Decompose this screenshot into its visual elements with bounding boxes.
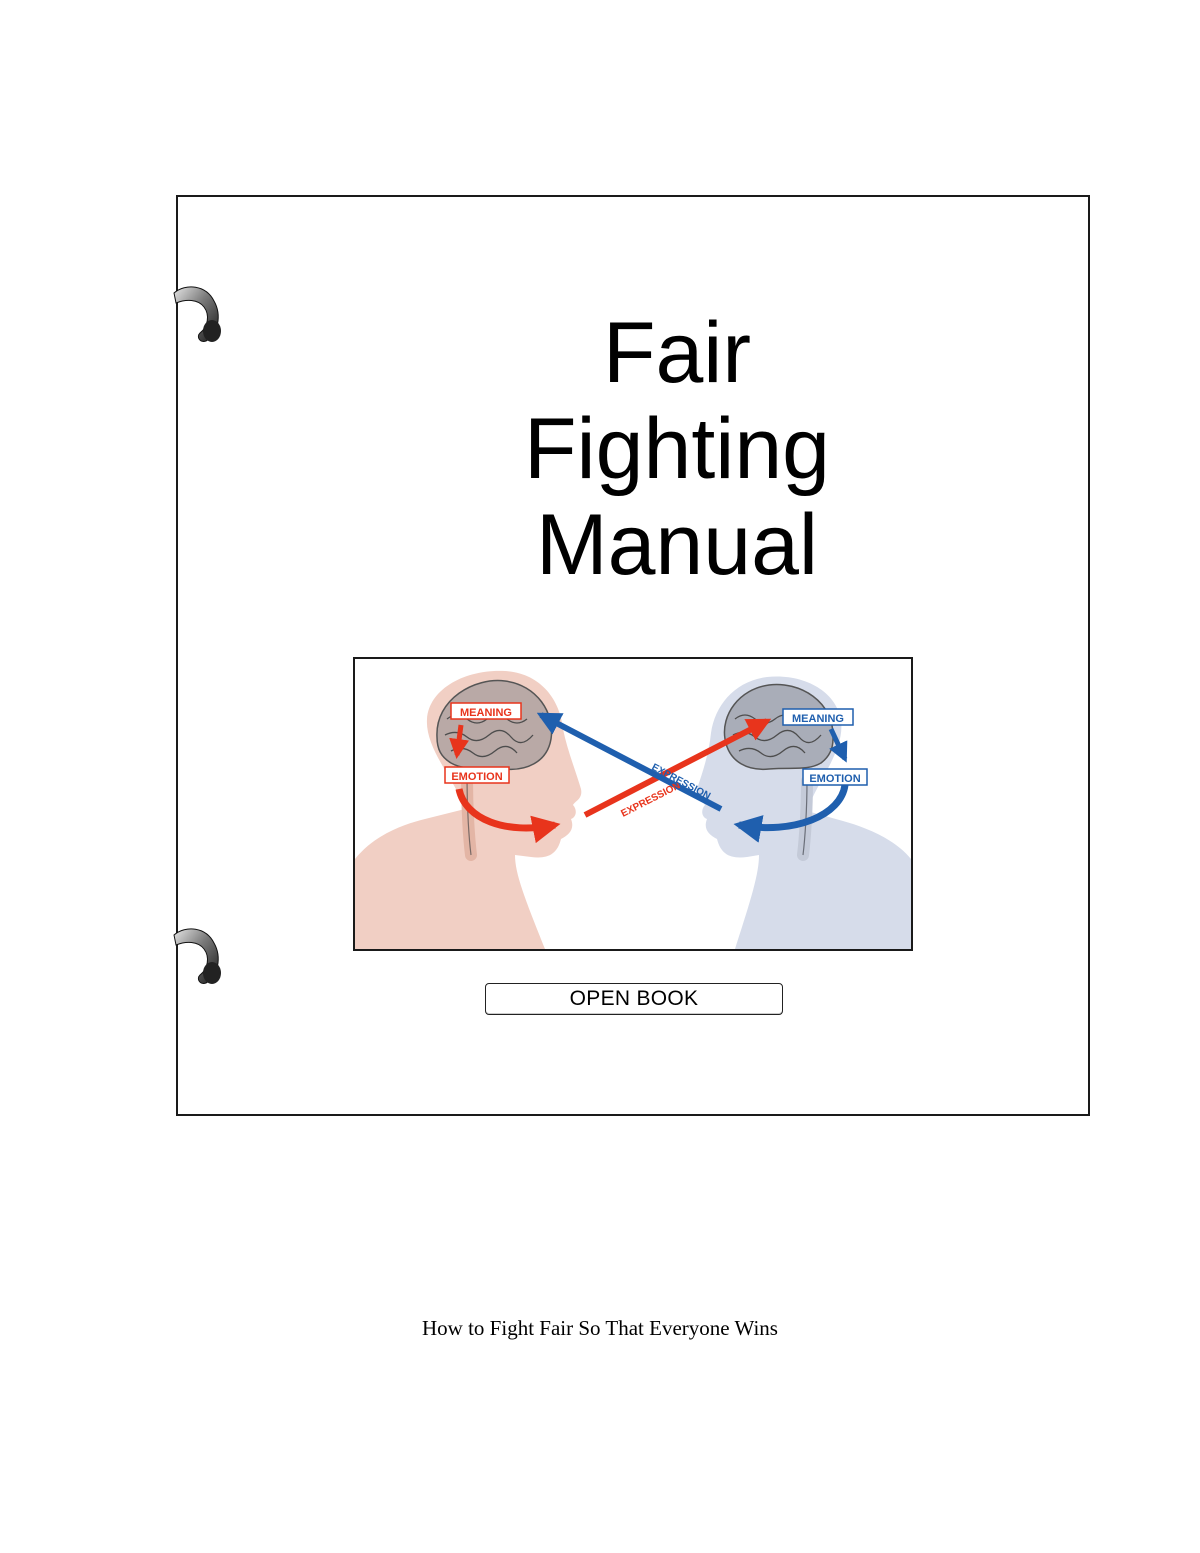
book-cover: Fair Fighting Manual [173,195,1090,1116]
title-line: Manual [535,497,819,593]
binder-ring-icon [173,928,221,984]
right-expression-arrow [536,712,723,812]
left-meaning-to-emotion-arrow [449,724,470,759]
right-meaning-label: MEANING [782,708,854,726]
cover-title: Fair Fighting Manual [178,305,1088,593]
left-emotion-label: EMOTION [444,766,510,784]
left-expression-arrow [583,718,772,818]
open-book-button[interactable]: OPEN BOOK [485,983,783,1015]
left-emotion-arrow [455,788,561,844]
svg-text:EMOTION: EMOTION [451,771,502,783]
right-emotion-arrow [733,784,849,843]
document-subtitle: How to Fight Fair So That Everyone Wins [422,1316,778,1340]
right-emotion-label: EMOTION [802,768,868,786]
right-meaning-to-emotion-arrow [828,727,848,763]
svg-text:MEANING: MEANING [792,713,844,725]
svg-text:MEANING: MEANING [460,707,512,719]
title-line: Fighting [524,401,830,497]
svg-text:EMOTION: EMOTION [809,773,860,785]
cover-illustration: MEANING EMOTION EXPRESSION MEANING EMOTI… [353,657,913,951]
title-line: Fair [602,305,752,401]
left-expression-label: EXPRESSION [619,780,682,819]
left-meaning-label: MEANING [450,702,522,720]
binder-ring-icon [173,286,221,342]
